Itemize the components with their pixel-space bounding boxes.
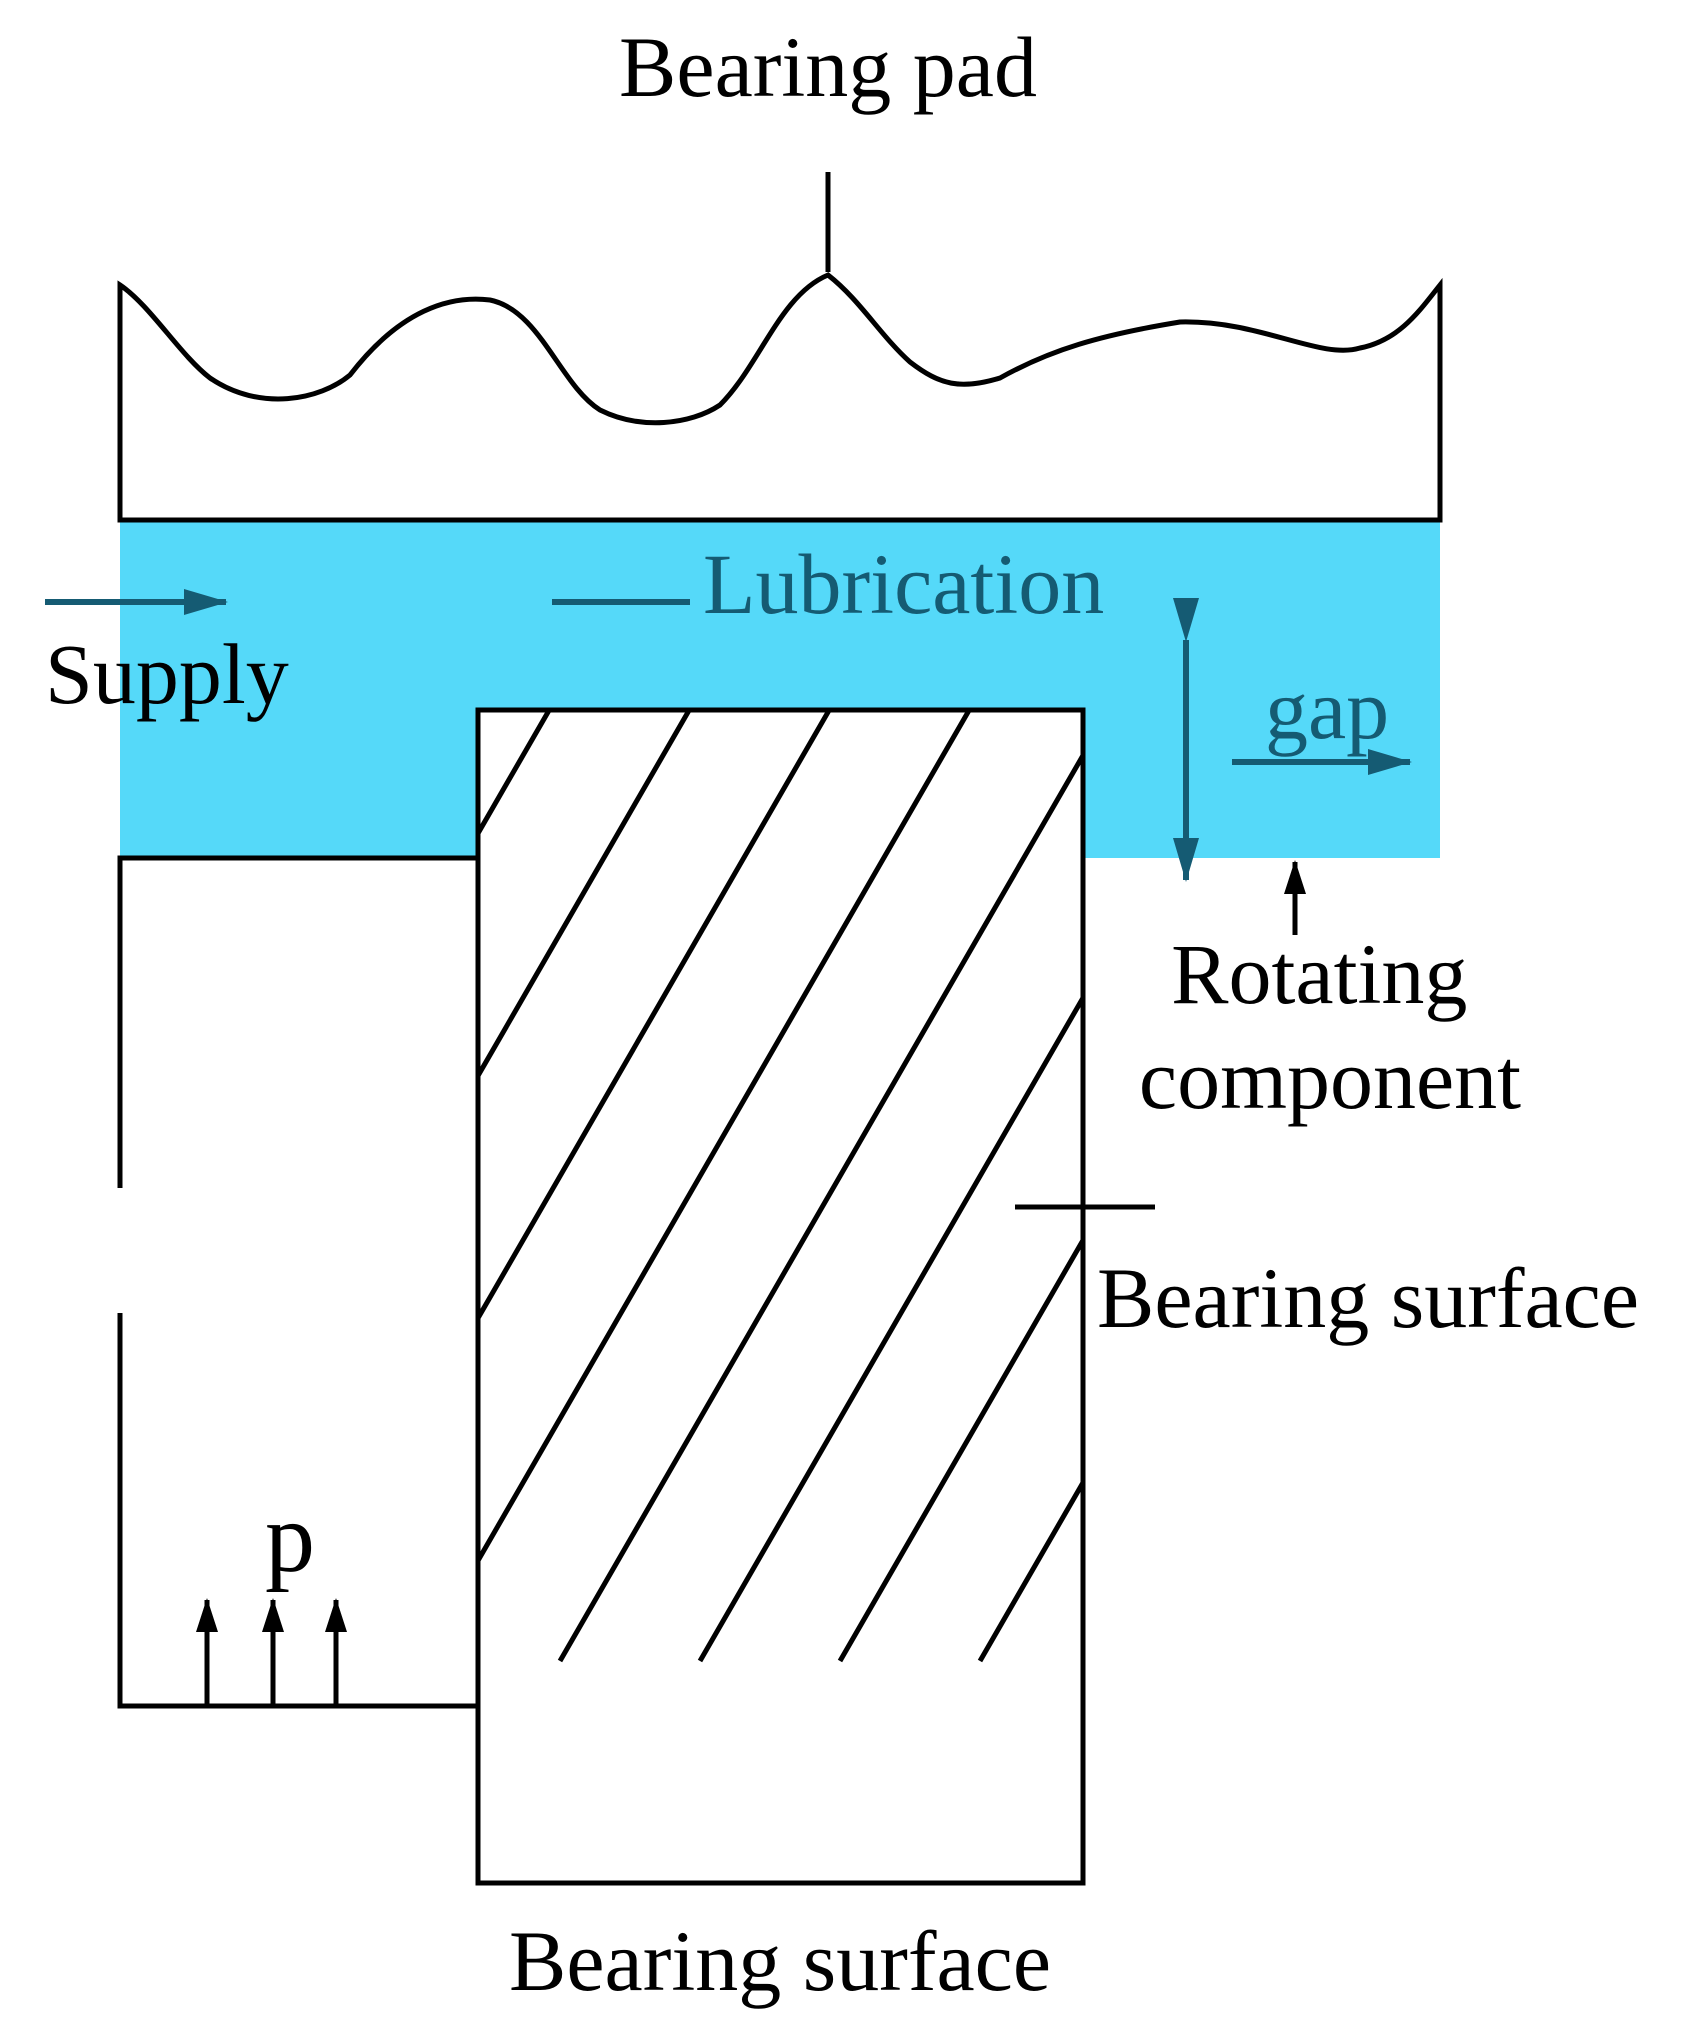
rotating-component-label-line2: component xyxy=(1139,1031,1521,1127)
pressure-label: p xyxy=(265,1482,315,1593)
bearing-pad xyxy=(117,172,1443,523)
rotating-component-label-line1: Rotating xyxy=(1171,926,1467,1022)
housing-outline xyxy=(117,855,478,1709)
gap-label: gap xyxy=(1265,661,1389,757)
bearing-surface-right-label: Bearing surface xyxy=(1097,1250,1639,1346)
pressure-arrows xyxy=(196,1598,347,1706)
lubrication-film xyxy=(120,522,1440,858)
lubrication-label: Lubrication xyxy=(703,536,1104,632)
bearing-pad-label: Bearing pad xyxy=(619,19,1037,115)
rotating-component xyxy=(475,707,1086,1886)
bearing-surface-bottom-label: Bearing surface xyxy=(509,1913,1051,2009)
supply-label: Supply xyxy=(45,626,289,722)
rotating-component-label: Rotating component xyxy=(1139,926,1521,1127)
